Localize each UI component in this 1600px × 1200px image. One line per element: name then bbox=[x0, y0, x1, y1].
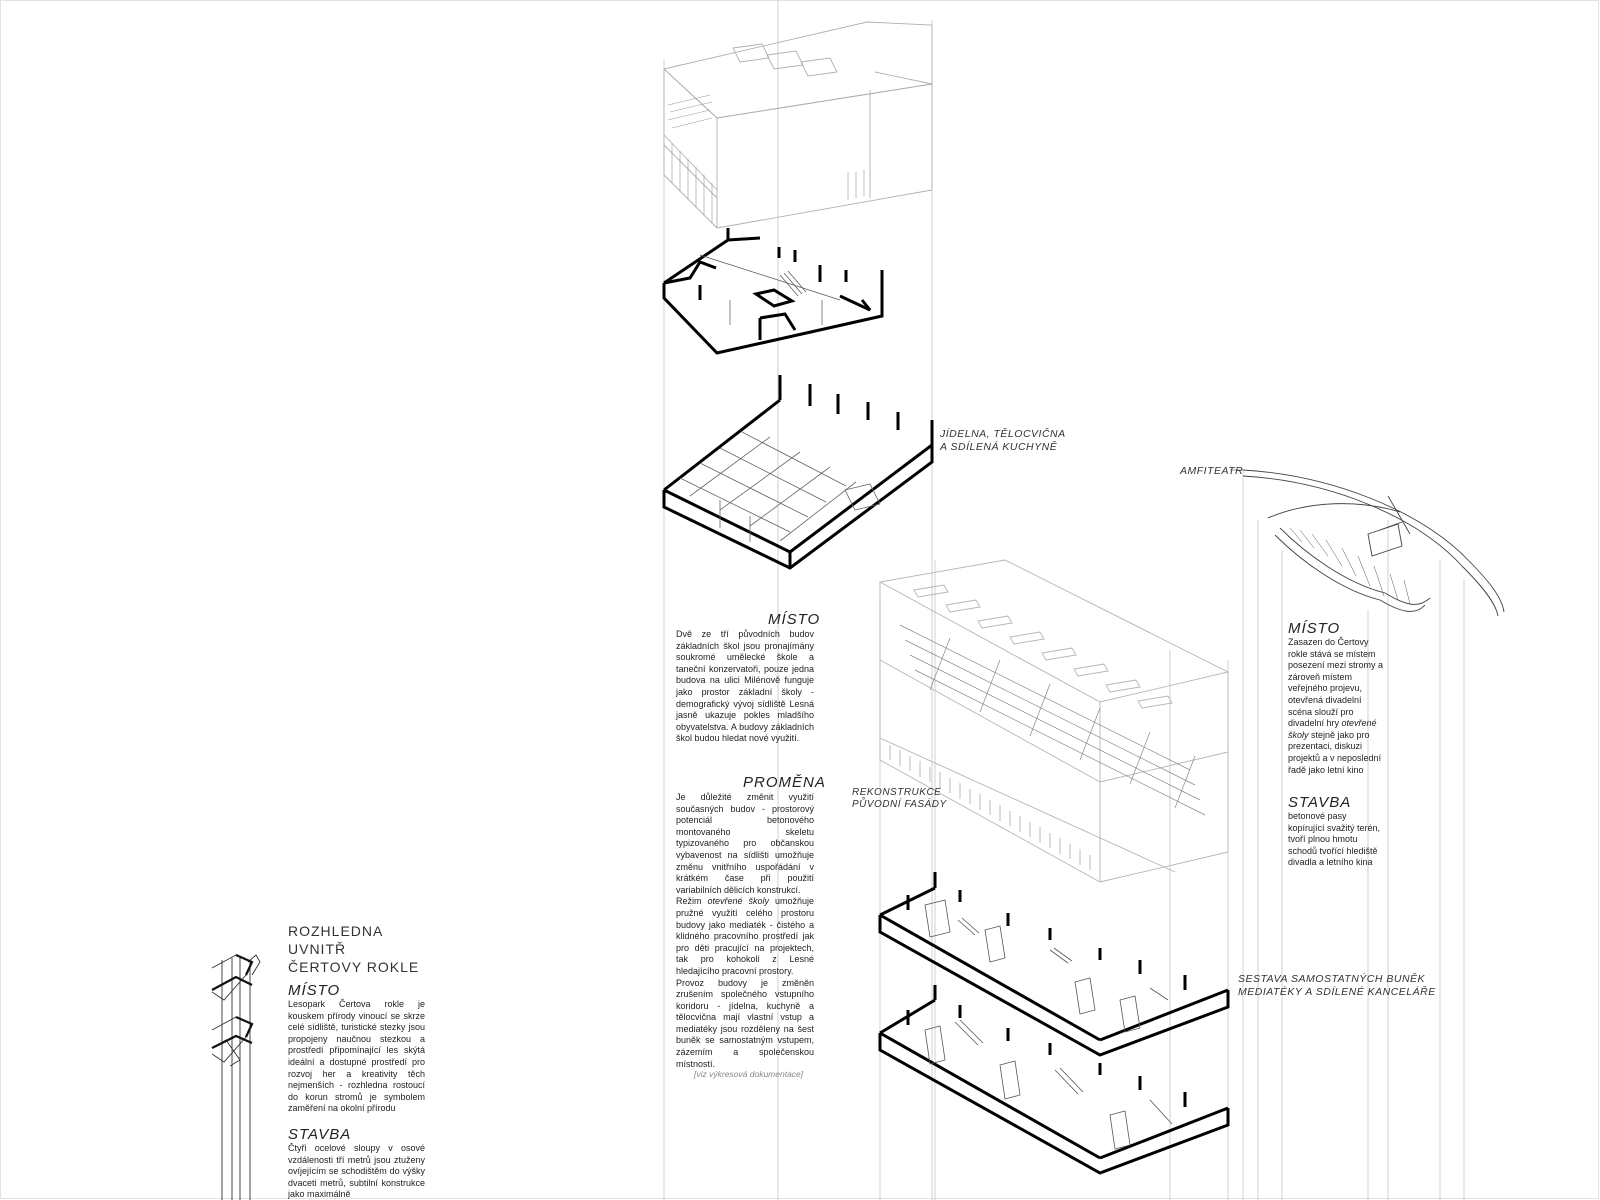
amfi-stavba-text: betonové pasy kopírující svažitý terén, … bbox=[1288, 811, 1381, 868]
label-rekonstrukce: REKONSTRUKCE PŮVODNÍ FASÁDY bbox=[852, 787, 947, 811]
mediateka-grid bbox=[899, 624, 1206, 816]
school-misto-heading: MÍSTO bbox=[768, 611, 821, 628]
school-promena-text: Je důležité změnit využití současných bu… bbox=[676, 792, 814, 1070]
school-note: [viz výkresová dokumentace] bbox=[694, 1069, 804, 1079]
rozhledna-title-line3: ČERTOVY ROKLE bbox=[288, 959, 420, 975]
school-promena-p1: Je důležité změnit využití současných bu… bbox=[676, 792, 814, 895]
mediateka-floor-plan-1-thin bbox=[924, 899, 1169, 1033]
label-amfiteatr: AMFITEATR bbox=[1180, 465, 1244, 477]
label-sestava-line1: SESTAVA SAMOSTATNÝCH BUNĚK bbox=[1238, 973, 1426, 985]
school-ground-plan bbox=[662, 375, 934, 570]
school-top-block bbox=[663, 21, 933, 229]
label-jidelna: JÍDELNA, TĚLOCVIČNA A SDÍLENÁ KUCHYNĚ bbox=[940, 428, 1066, 454]
vertical-guide-lines bbox=[663, 0, 1465, 1200]
rozhledna-stavba-text: Čtyři ocelové sloupy v osové vzdálenosti… bbox=[288, 1143, 425, 1200]
label-rekonstrukce-line1: REKONSTRUKCE bbox=[852, 787, 942, 798]
school-promena-heading: PROMĚNA bbox=[743, 774, 826, 791]
mediateka-windows bbox=[889, 745, 1091, 870]
school-top-facade bbox=[667, 94, 865, 223]
lookout-tower bbox=[211, 954, 261, 1200]
rozhledna-title-line1: ROZHLEDNA bbox=[288, 923, 384, 939]
school-promena-p2: Režim otevřené školy umožňuje pružné vyu… bbox=[676, 896, 814, 976]
label-sestava-line2: MEDIATÉKY A SDÍLENÉ KANCELÁŘE bbox=[1238, 986, 1436, 998]
mediateka-floor-plan-1 bbox=[878, 872, 1230, 1057]
label-rekonstrukce-line2: PŮVODNÍ FASÁDY bbox=[852, 799, 947, 810]
mediateka-floor-plan-2-thin bbox=[924, 1019, 1173, 1150]
school-ground-plan-thin bbox=[679, 431, 881, 542]
label-jidelna-line2: A SDÍLENÁ KUCHYNĚ bbox=[940, 441, 1058, 453]
mediateka-facade-block bbox=[878, 559, 1230, 883]
rozhledna-stavba-heading: STAVBA bbox=[288, 1126, 352, 1143]
school-floor-plan-1 bbox=[662, 228, 884, 355]
school-promena-p3: Provoz budovy je změněn zrušením společn… bbox=[676, 977, 814, 1069]
label-sestava: SESTAVA SAMOSTATNÝCH BUNĚK MEDIATÉKY A S… bbox=[1238, 973, 1436, 999]
mediateka-floor-plan-2 bbox=[878, 985, 1230, 1175]
rozhledna-title: ROZHLEDNA UVNITŘ ČERTOVY ROKLE bbox=[288, 922, 419, 976]
rozhledna-misto-heading: MÍSTO bbox=[288, 982, 341, 999]
rozhledna-misto-text: Lesopark Čertova rokle je kouskem přírod… bbox=[288, 999, 425, 1114]
school-floor-plan-1-thin bbox=[699, 254, 841, 325]
school-misto-text: Dvě ze tří původních budov základních šk… bbox=[676, 629, 814, 744]
rozhledna-title-line2: UVNITŘ bbox=[288, 941, 347, 957]
lookout-tower-bold bbox=[211, 953, 254, 1049]
amphitheatre-drawing bbox=[1242, 469, 1505, 617]
amphitheatre-steps bbox=[1281, 527, 1411, 605]
amfi-misto-heading: MÍSTO bbox=[1288, 620, 1341, 637]
amfi-misto-text: Zasazen do Čertovy rokle stává se místem… bbox=[1288, 637, 1384, 775]
label-jidelna-line1: JÍDELNA, TĚLOCVIČNA bbox=[940, 428, 1066, 440]
amfi-stavba-heading: STAVBA bbox=[1288, 794, 1352, 811]
